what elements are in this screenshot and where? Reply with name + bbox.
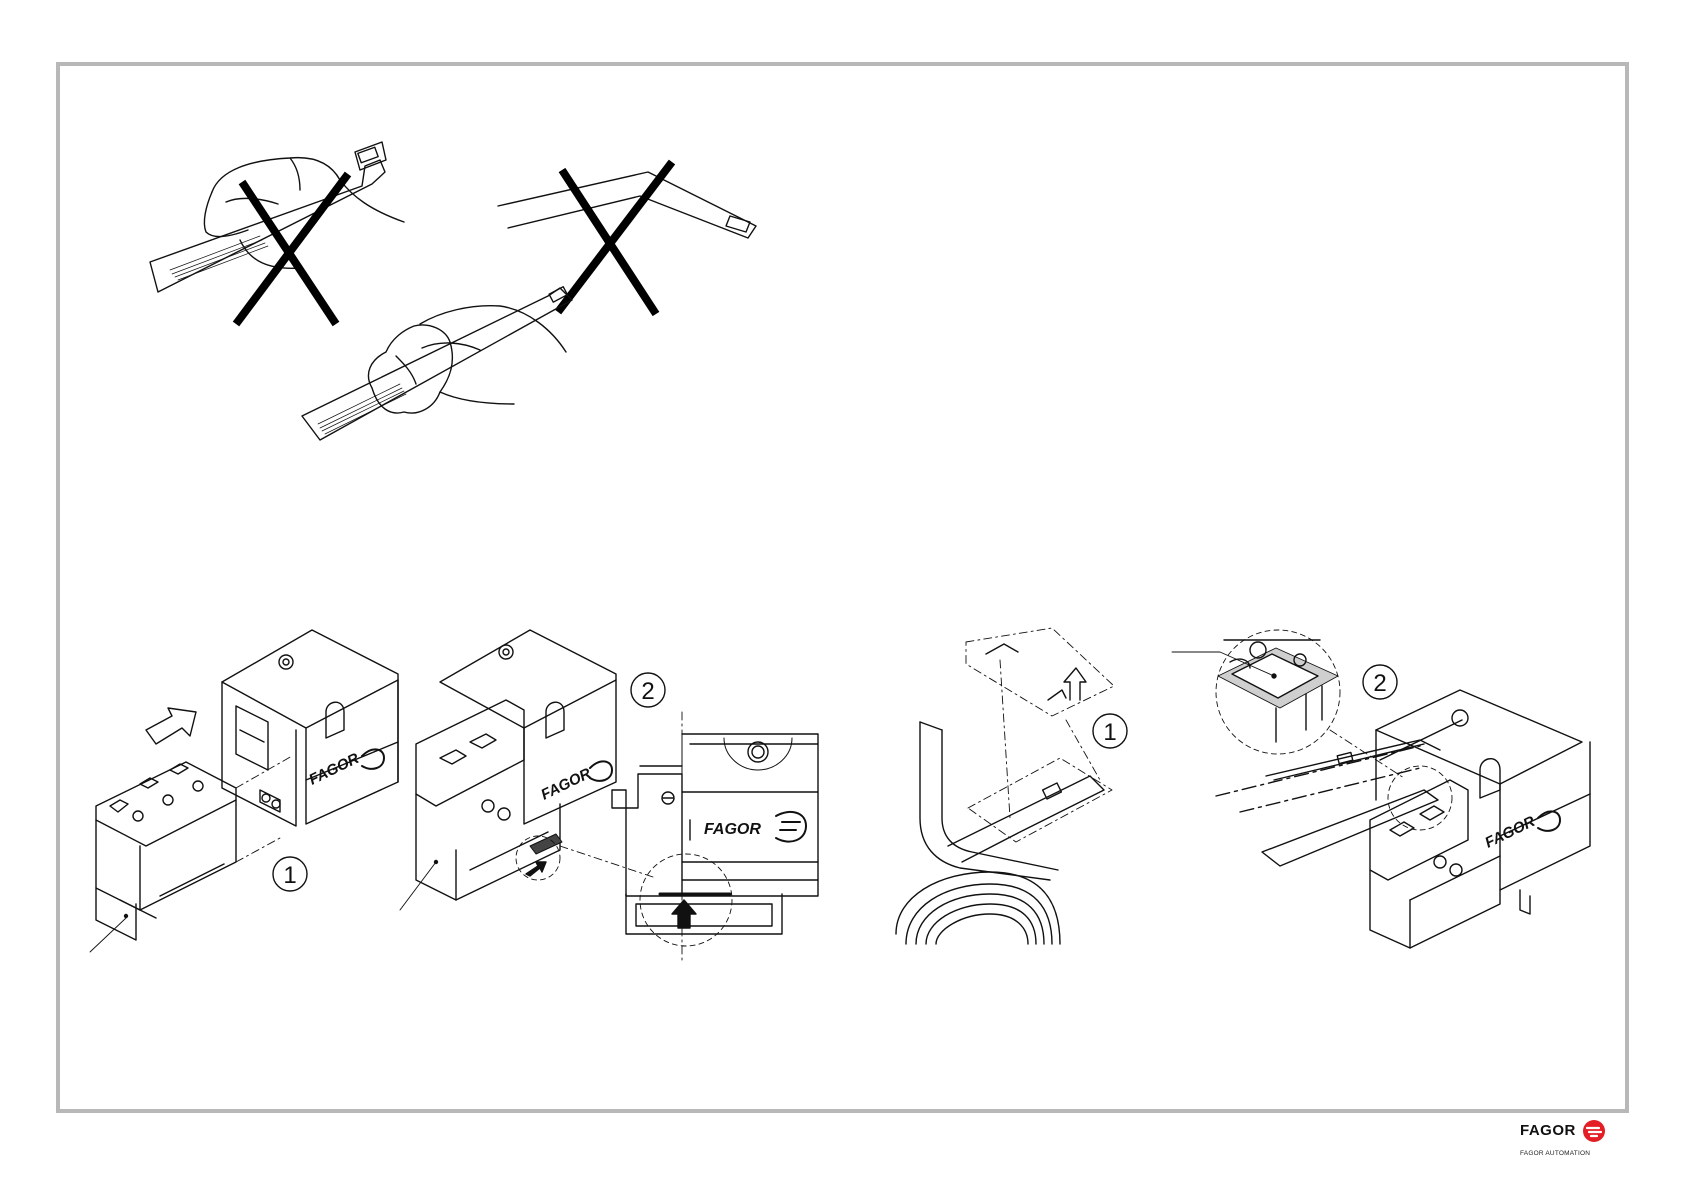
clean-tape-figure bbox=[302, 287, 572, 440]
svg-text:1: 1 bbox=[283, 862, 296, 889]
detail-zoom-circle-large bbox=[640, 854, 732, 946]
tape-inserted bbox=[1216, 740, 1440, 866]
svg-text:FAGOR: FAGOR bbox=[1482, 813, 1538, 852]
reader-brand-badge-4: FAGOR bbox=[1482, 811, 1560, 851]
svg-text:FAGOR: FAGOR bbox=[306, 750, 362, 789]
step-2-circle-left: 2 bbox=[631, 673, 665, 707]
step-1-circle-right: 1 bbox=[1093, 714, 1127, 748]
svg-text:1: 1 bbox=[1103, 719, 1116, 746]
push-arrow-small bbox=[526, 862, 546, 876]
leader-line-1 bbox=[90, 918, 126, 952]
logo-subtitle: FAGOR AUTOMATION bbox=[1520, 1150, 1590, 1157]
leader-line-2 bbox=[400, 862, 436, 910]
logo-wordmark: FAGOR bbox=[1520, 1122, 1576, 1139]
reader-brand-badge-1: FAGOR bbox=[306, 749, 384, 788]
insert-direction-arrow bbox=[146, 708, 196, 744]
svg-text:2: 2 bbox=[641, 678, 654, 705]
step-1-circle-left: 1 bbox=[273, 857, 307, 891]
reader-brand-badge-3: FAGOR bbox=[704, 812, 806, 842]
reader-head-block-3 bbox=[1370, 690, 1590, 948]
step-2-circle-right: 2 bbox=[1363, 665, 1397, 699]
detail-zoom-circle-right-small bbox=[1388, 766, 1452, 830]
reader-brand-badge-2: FAGOR bbox=[538, 761, 612, 803]
svg-text:2: 2 bbox=[1373, 670, 1386, 697]
prohibition-x-mark-2 bbox=[558, 162, 672, 314]
reader-head-block-1 bbox=[222, 630, 398, 826]
svg-text:FAGOR: FAGOR bbox=[704, 821, 761, 838]
bent-tape-figure bbox=[498, 172, 756, 238]
connector-piece-1 bbox=[96, 762, 236, 940]
prohibition-x-mark-1 bbox=[236, 174, 348, 324]
detail-frame-step1 bbox=[966, 628, 1114, 842]
detail-zoom-circle-right bbox=[1216, 630, 1340, 754]
tape-coil bbox=[896, 722, 1060, 944]
fagor-logo-icon bbox=[1582, 1119, 1606, 1143]
svg-text:FAGOR: FAGOR bbox=[538, 765, 594, 804]
tape-end-step1 bbox=[948, 776, 1104, 862]
footer-logo: FAGOR FAGOR AUTOMATION bbox=[1520, 1118, 1630, 1158]
